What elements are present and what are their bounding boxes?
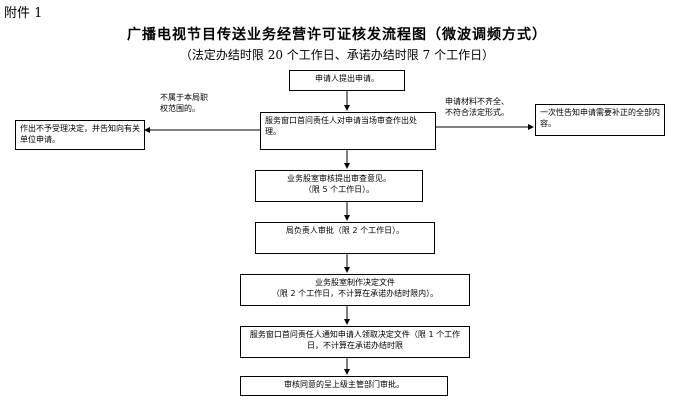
label-not-in-scope: 不属于本局职 权范围的。 [160, 93, 208, 113]
result-not-in-scope: 作出不予受理决定，并告知向有关单位申请。 [15, 120, 145, 150]
step-notify: 服务窗口首问责任人通知申请人领取决定文件（限 1 个工作日，不计算在承诺办结时限 [240, 326, 470, 358]
label-incomplete: 申请材料不齐全、 不符合法定形式。 [445, 97, 509, 117]
step-window-review: 服务窗口首问责任人对申请当场审查作出处理。 [260, 112, 436, 150]
page-subtitle: （法定办结时限 20 个工作日、承诺办结时限 7 个工作日） [179, 48, 495, 62]
step-make-decision: 业务股室制作决定文件 （限 2 个工作日，不计算在承诺办结时限内）。 [240, 274, 470, 306]
step-dept-opinion: 业务股室审核提出审查意见。 （限 5 个工作日）。 [255, 170, 423, 202]
attachment-label: 附件 1 [4, 6, 43, 21]
page-title: 广播电视节目传送业务经营许可证核发流程图（微波调频方式） [127, 27, 547, 43]
step-director-approval: 局负责人审批（限 2 个工作日）。 [255, 222, 435, 254]
step-superior-approval: 审核同意的呈上级主管部门审批。 [240, 376, 448, 396]
result-incomplete: 一次性告知申请需要补正的全部内容。 [535, 104, 665, 136]
step-apply: 申请人提出申请。 [289, 70, 405, 91]
